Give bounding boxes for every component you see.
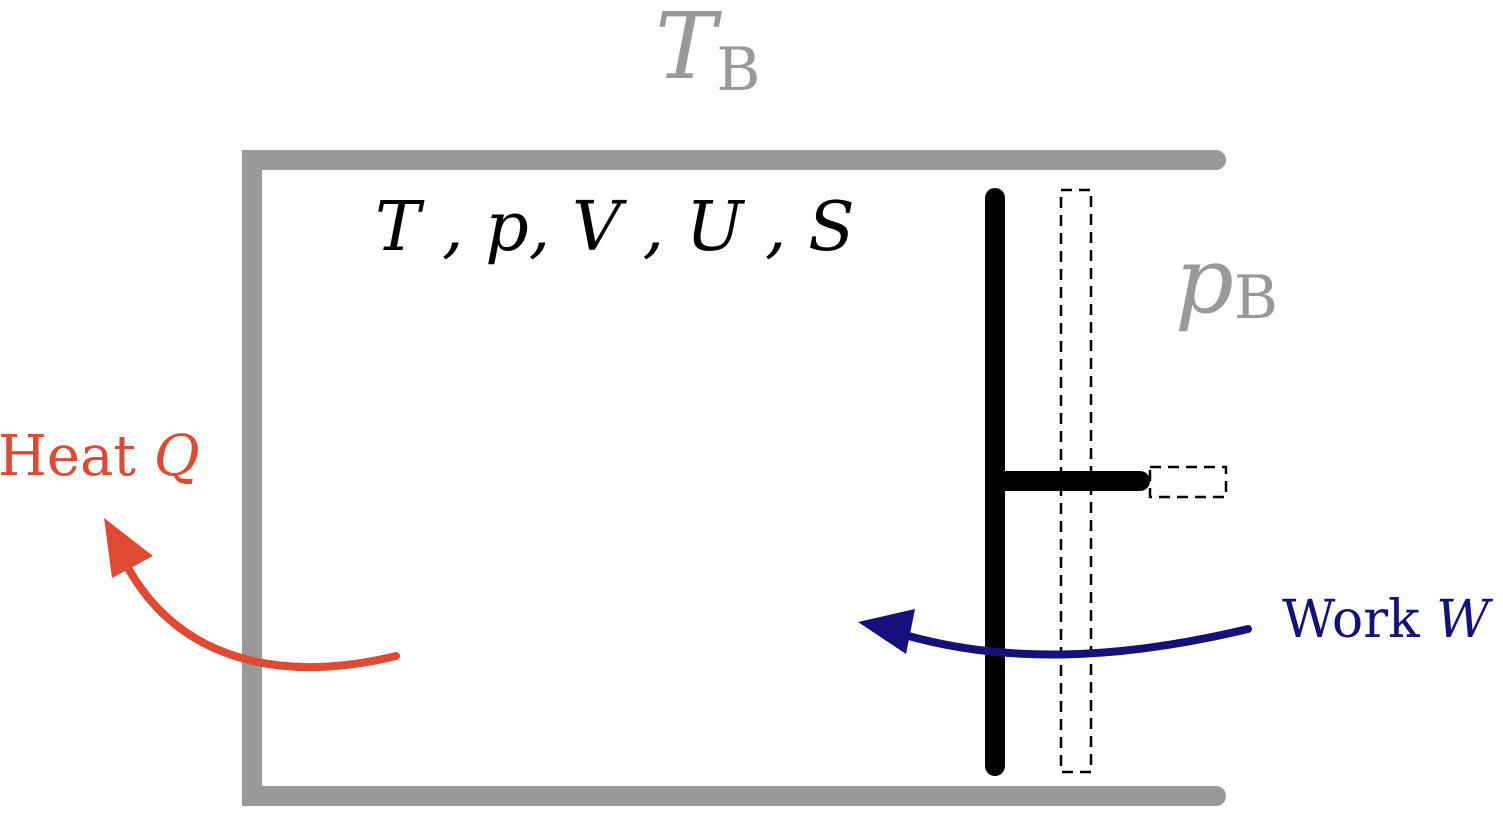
work-flow-arrow [901,625,1252,659]
work-label: Work W [1282,590,1493,650]
bath-pressure-subscript: B [1234,263,1278,333]
heat-symbol: Q [154,424,200,489]
heat-word: Heat [0,424,136,489]
work-word: Work [1282,590,1420,650]
piston-rod-displaced-outline [1148,465,1228,499]
bath-pressure-label: pB [1175,227,1278,334]
heat-arrowhead [104,518,153,578]
bath-temperature-subscript: B [716,35,760,105]
heat-label: Heat Q [0,424,200,489]
bath-temperature-label: TB [655,0,760,105]
work-arrowhead [858,609,915,654]
state-variables-label: T , p, V , U , S [375,188,855,267]
container-wall [242,150,1226,806]
work-symbol: W [1436,590,1493,650]
bath-temperature-symbol: T [655,0,722,100]
heat-flow-arrow [124,564,400,672]
bath-pressure-symbol: p [1175,227,1234,334]
